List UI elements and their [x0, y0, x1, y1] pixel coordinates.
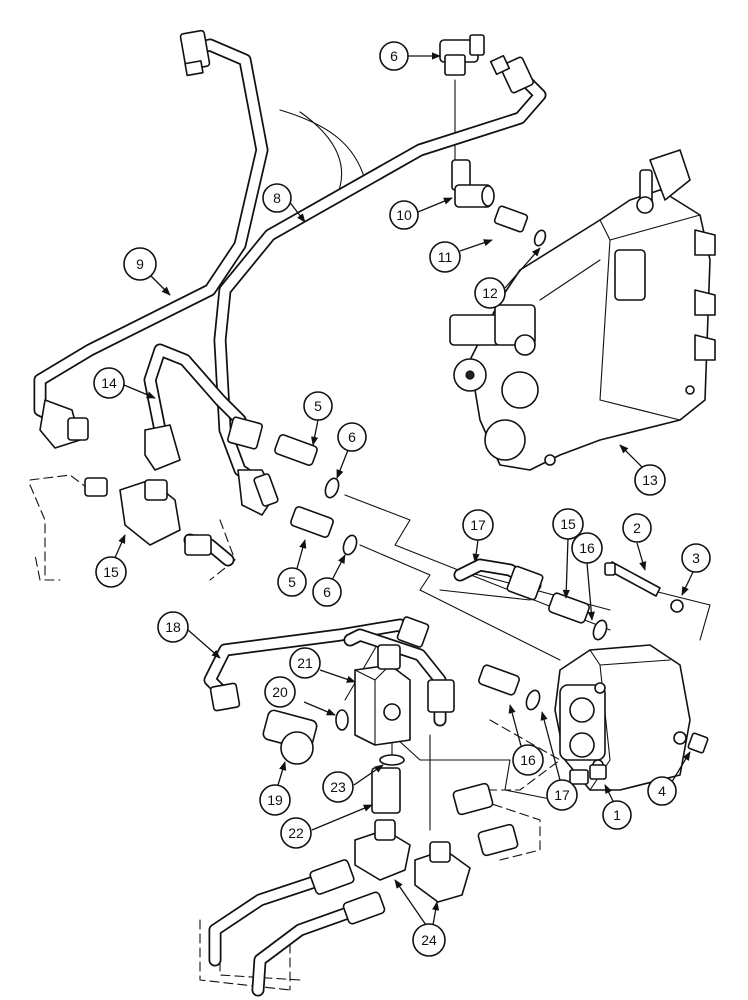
svg-text:20: 20 — [272, 684, 288, 700]
fitting-9-elbow — [451, 159, 495, 208]
inlet-section — [554, 644, 691, 791]
callout-16-upper: 16 — [571, 532, 603, 564]
svg-text:5: 5 — [314, 398, 322, 414]
callout-12: 13 — [634, 464, 666, 496]
svg-text:14: 14 — [101, 375, 117, 391]
callout-23: 23 — [322, 771, 354, 803]
callout-15-upper: 15 — [552, 508, 584, 540]
svg-text:8: 8 — [273, 190, 281, 206]
callout-11: 12 — [474, 277, 506, 309]
svg-text:5: 5 — [288, 574, 296, 590]
callout-18: 18 — [157, 611, 189, 643]
svg-text:3: 3 — [692, 550, 700, 566]
fittings-2-3-4 — [604, 561, 709, 754]
svg-text:6: 6 — [390, 48, 398, 64]
callout-1: 1 — [602, 800, 632, 830]
svg-text:15: 15 — [103, 564, 119, 580]
svg-text:15: 15 — [560, 516, 576, 532]
svg-text:12: 12 — [482, 285, 498, 301]
svg-text:9: 9 — [136, 256, 144, 272]
callout-5-upper: 5 — [303, 391, 333, 421]
callout-20: 20 — [264, 676, 296, 708]
callout-22: 22 — [280, 817, 312, 849]
tube-14 — [143, 343, 263, 471]
fittings-22-23 — [371, 754, 405, 814]
svg-text:2: 2 — [633, 520, 641, 536]
callout-2: 2 — [622, 513, 652, 543]
callout-6-lower: 6 — [312, 577, 342, 607]
callout-5-lower: 5 — [277, 567, 307, 597]
callout-7A: 9 — [123, 247, 157, 281]
svg-text:11: 11 — [438, 249, 453, 265]
callout-13: 15 — [95, 556, 127, 588]
fitting-10-adapter — [493, 205, 547, 247]
svg-text:6: 6 — [323, 584, 331, 600]
svg-text:13: 13 — [642, 472, 658, 488]
svg-text:23: 23 — [330, 779, 346, 795]
control-valve — [449, 149, 716, 471]
svg-text:22: 22 — [288, 825, 304, 841]
fittings-15-16 — [478, 592, 608, 711]
callout-14: 14 — [93, 367, 125, 399]
callout-7: 8 — [262, 183, 292, 213]
svg-text:18: 18 — [165, 619, 181, 635]
callouts: 6 10 11 12 13 8 9 14 — [93, 41, 711, 957]
fitting-13-tee — [84, 477, 212, 556]
callout-19: 19 — [259, 784, 291, 816]
svg-text:6: 6 — [348, 429, 356, 445]
svg-text:16: 16 — [520, 752, 536, 768]
tube-18 — [203, 616, 455, 727]
svg-text:4: 4 — [658, 783, 666, 799]
callout-17: 17 — [462, 509, 494, 541]
callout-24: 24 — [412, 923, 446, 957]
callout-4: 4 — [647, 776, 677, 806]
tube-17 — [453, 558, 544, 601]
callout-3: 3 — [681, 543, 711, 573]
fittings-24-tee — [354, 819, 471, 903]
svg-text:24: 24 — [421, 932, 437, 948]
callout-16-lower: 17 — [546, 779, 578, 811]
svg-text:17: 17 — [470, 517, 486, 533]
svg-text:19: 19 — [267, 792, 283, 808]
callout-10: 11 — [429, 241, 461, 273]
callout-15-lower: 16 — [512, 744, 544, 776]
fittings-5-6 — [274, 434, 358, 556]
callout-9: 10 — [389, 200, 419, 230]
svg-text:21: 21 — [297, 655, 313, 671]
svg-text:17: 17 — [554, 787, 570, 803]
tube-7A — [33, 29, 269, 449]
tube-7 — [213, 54, 547, 516]
fitting-8-elbow — [439, 34, 485, 76]
valve-block-21 — [354, 644, 411, 746]
callout-21: 21 — [289, 647, 321, 679]
lower-hoses — [183, 533, 519, 997]
svg-text:16: 16 — [579, 540, 595, 556]
svg-text:1: 1 — [613, 807, 621, 823]
callout-8: 6 — [379, 41, 409, 71]
fittings-19-20 — [262, 709, 349, 765]
leader-lines — [113, 52, 694, 926]
callout-6-upper: 6 — [337, 422, 367, 452]
svg-text:10: 10 — [396, 207, 412, 223]
